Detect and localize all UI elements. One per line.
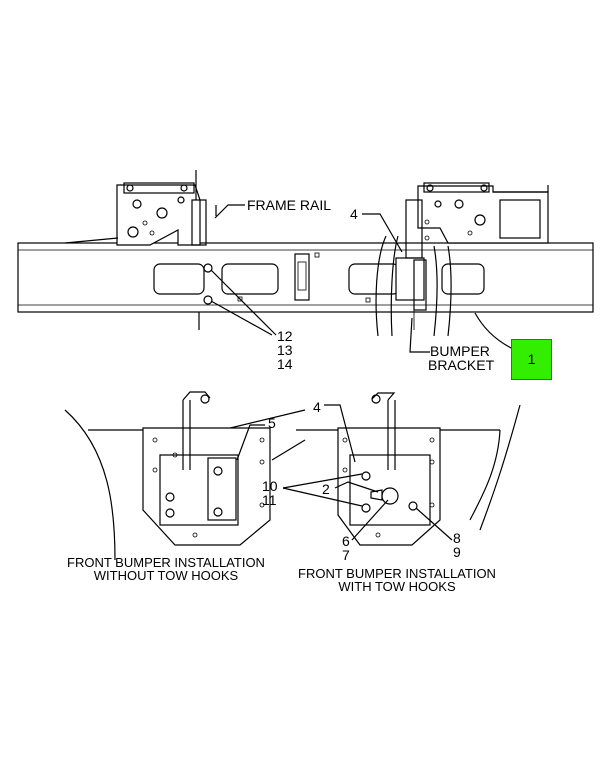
label-top-4: 4 <box>350 206 358 222</box>
label-right-10: 10 <box>262 478 278 494</box>
bolt-icon <box>203 263 213 273</box>
part-callout-1[interactable]: 1 <box>511 339 552 380</box>
label-right-7: 7 <box>342 547 350 563</box>
label-bumper-bracket-1: BUMPER <box>430 343 490 359</box>
label-bumper-bracket-2: BRACKET <box>428 357 495 373</box>
label-left-5: 5 <box>268 415 276 431</box>
caption-left-line2: WITHOUT TOW HOOKS <box>94 568 239 583</box>
right-detail-view <box>282 392 521 546</box>
bumper-bar <box>17 242 594 313</box>
caption-right-line1: FRONT BUMPER INSTALLATION <box>298 566 496 581</box>
label-right-4: 4 <box>313 399 321 415</box>
label-top-13: 13 <box>277 342 293 358</box>
bolt-icon <box>203 295 213 305</box>
label-frame-rail: FRAME RAIL <box>247 197 331 213</box>
caption-right-line2: WITH TOW HOOKS <box>338 579 456 594</box>
part-callout-number: 1 <box>527 351 536 367</box>
right-frame-rail <box>375 182 549 337</box>
left-detail-view <box>64 391 306 561</box>
label-right-8: 8 <box>453 530 461 546</box>
label-right-9: 9 <box>453 544 461 560</box>
left-frame-rail <box>64 170 217 330</box>
label-right-2: 2 <box>322 481 330 497</box>
label-top-14: 14 <box>277 356 293 372</box>
label-top-12: 12 <box>277 328 293 344</box>
label-right-6: 6 <box>342 533 350 549</box>
label-right-11: 11 <box>262 492 277 508</box>
caption-left-line1: FRONT BUMPER INSTALLATION <box>67 555 265 570</box>
